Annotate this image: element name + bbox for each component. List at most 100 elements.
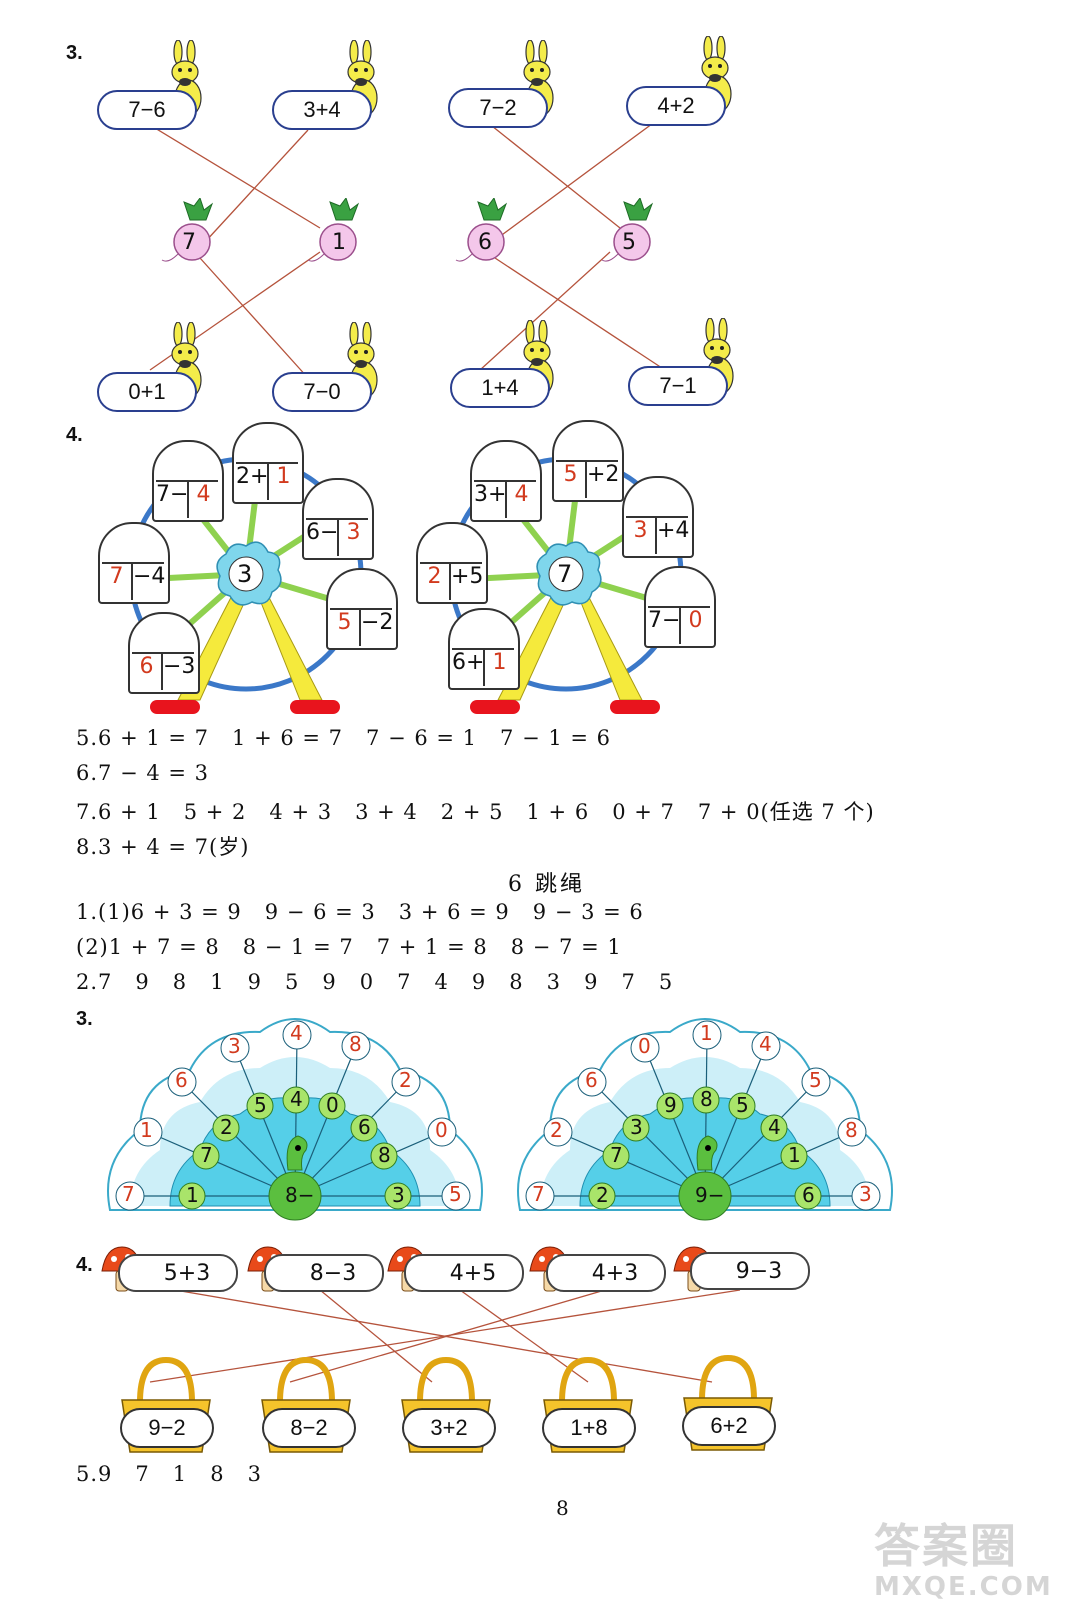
peacock-outer-number: 2: [399, 1068, 412, 1092]
peacock-inner-number: 5: [254, 1093, 267, 1117]
mushroom-expression: 4+5: [404, 1254, 524, 1292]
peacock-inner-number: 8: [378, 1143, 391, 1167]
ferris-car: 6− 3: [302, 478, 374, 560]
answer-line-5b: 5.9 7 1 8 3: [76, 1462, 262, 1486]
basket-expression: 9−2: [120, 1408, 214, 1448]
peacock-body-label: 8−: [285, 1183, 315, 1207]
peacock-inner-number: 2: [596, 1183, 609, 1207]
car-right-answer: 4: [514, 482, 529, 507]
peacock-graphic: [517, 1018, 893, 1221]
peacock-inner-number: 6: [358, 1115, 371, 1139]
car-right: +5: [451, 564, 484, 589]
ferris-car: 5 −2: [326, 568, 398, 650]
car-left: 7−: [648, 608, 681, 644]
car-right-answer: 1: [276, 464, 291, 489]
ferris-car: 3+ 4: [470, 440, 542, 522]
peacock-outer-number: 6: [175, 1068, 188, 1092]
watermark-text: 答案圈: [874, 1519, 1018, 1573]
expression-pill: 4+2: [626, 86, 726, 126]
peacock-outer-number: 3: [859, 1182, 872, 1206]
peacock-outer-number: 1: [140, 1118, 153, 1142]
radish-icon: [601, 198, 654, 262]
peacock-inner-number: 8: [700, 1087, 713, 1111]
answer-line-7: 7.6 + 1 5 + 2 4 + 3 3 + 4 2 + 5 1 + 6 0 …: [76, 800, 875, 824]
car-left: 6−: [306, 520, 339, 556]
ferris-car: 7− 4: [152, 440, 224, 522]
ferris-car: 6+ 1: [448, 608, 520, 690]
expression-pill: 7−6: [97, 90, 197, 130]
expression-pill: 0+1: [97, 372, 197, 412]
car-right-answer: 3: [346, 520, 361, 545]
car-left-answer: 7: [102, 564, 133, 600]
peacock-inner-number: 0: [326, 1093, 339, 1117]
peacock-outer-number: 8: [349, 1032, 362, 1056]
peacock-inner-number: 4: [768, 1115, 781, 1139]
mushroom-expression: 5+3: [118, 1254, 238, 1292]
car-left-answer: 3: [626, 518, 657, 554]
car-left: 2+: [236, 464, 269, 500]
peacock-outer-number: 8: [845, 1118, 858, 1142]
wheel-center-number: 7: [557, 560, 573, 588]
peacock-inner-number: 7: [610, 1143, 623, 1167]
ferris-car: 2+ 1: [232, 422, 304, 504]
peacock-outer-number: 5: [809, 1068, 822, 1092]
mushroom-expression: 9−3: [690, 1252, 810, 1290]
ferris-car: 2 +5: [416, 522, 488, 604]
ferris-car: 7 −4: [98, 522, 170, 604]
car-left-answer: 5: [330, 610, 361, 646]
peacock-outer-number: 4: [290, 1021, 303, 1045]
peacock-outer-number: 2: [550, 1118, 563, 1142]
answer-line-1-2: (2)1 + 7 = 8 8 − 1 = 7 7 + 1 = 8 8 − 7 =…: [76, 935, 622, 959]
wheel-center-number: 3: [237, 560, 253, 588]
radish-number: 1: [332, 230, 346, 255]
expression-pill: 7−2: [448, 88, 548, 128]
mushroom-expression: 4+3: [546, 1254, 666, 1292]
peacock-inner-number: 3: [630, 1115, 643, 1139]
page-number: 8: [556, 1496, 569, 1520]
peacock-outer-number: 4: [759, 1032, 772, 1056]
basket-expression: 8−2: [262, 1408, 356, 1448]
section-title: 6 跳绳: [508, 872, 585, 897]
peacock-outer-number: 3: [228, 1034, 241, 1058]
car-right: +2: [587, 462, 620, 487]
question-number: 3.: [66, 42, 83, 64]
peacock-inner-number: 3: [392, 1183, 405, 1207]
question-number: 4.: [76, 1254, 93, 1276]
basket-expression: 6+2: [682, 1406, 776, 1446]
basket-expression: 3+2: [402, 1408, 496, 1448]
peacock-outer-number: 6: [585, 1068, 598, 1092]
answer-line-1-1: 1.(1)6 + 3 = 9 9 − 6 = 3 3 + 6 = 9 9 − 3…: [76, 900, 644, 924]
answer-line-8: 8.3 + 4 = 7(岁): [76, 835, 250, 859]
car-right-answer: 1: [492, 650, 507, 675]
mushroom-expression: 8−3: [264, 1254, 384, 1292]
expression-pill: 7−0: [272, 372, 372, 412]
question-number: 3.: [76, 1008, 93, 1030]
peacock-outer-number: 7: [532, 1182, 545, 1206]
car-left-answer: 2: [420, 564, 451, 600]
peacock-outer-number: 7: [122, 1182, 135, 1206]
peacock-inner-number: 1: [788, 1143, 801, 1167]
car-left-answer: 5: [556, 462, 587, 498]
radish-number: 7: [182, 230, 196, 255]
ferris-car: 3 +4: [622, 476, 694, 558]
peacock-inner-number: 2: [220, 1115, 233, 1139]
car-right: +4: [657, 518, 690, 543]
answer-line-6: 6.7 − 4 = 3: [76, 761, 210, 785]
car-right-answer: 0: [688, 608, 703, 633]
car-left-answer: 6: [132, 654, 163, 690]
watermark-logo: 答案圈 MXQE.COM: [874, 1510, 1064, 1602]
peacock-inner-number: 4: [290, 1087, 303, 1111]
answer-line-2: 2.7 9 8 1 9 5 9 0 7 4 9 8 3 9 7 5: [76, 970, 674, 994]
answer-line-5: 5.6 + 1 = 7 1 + 6 = 7 7 − 6 = 1 7 − 1 = …: [76, 726, 612, 750]
car-right: −2: [361, 610, 394, 635]
question-number: 4.: [66, 424, 83, 446]
basket-expression: 1+8: [542, 1408, 636, 1448]
peacock-inner-number: 5: [736, 1093, 749, 1117]
car-right: −3: [163, 654, 196, 679]
watermark-url: MXQE.COM: [874, 1572, 1053, 1602]
peacock-graphic: [107, 1018, 483, 1221]
peacock-outer-number: 0: [638, 1034, 651, 1058]
peacock-inner-number: 7: [200, 1143, 213, 1167]
radish-icon: [161, 198, 214, 262]
peacock-inner-number: 1: [186, 1183, 199, 1207]
